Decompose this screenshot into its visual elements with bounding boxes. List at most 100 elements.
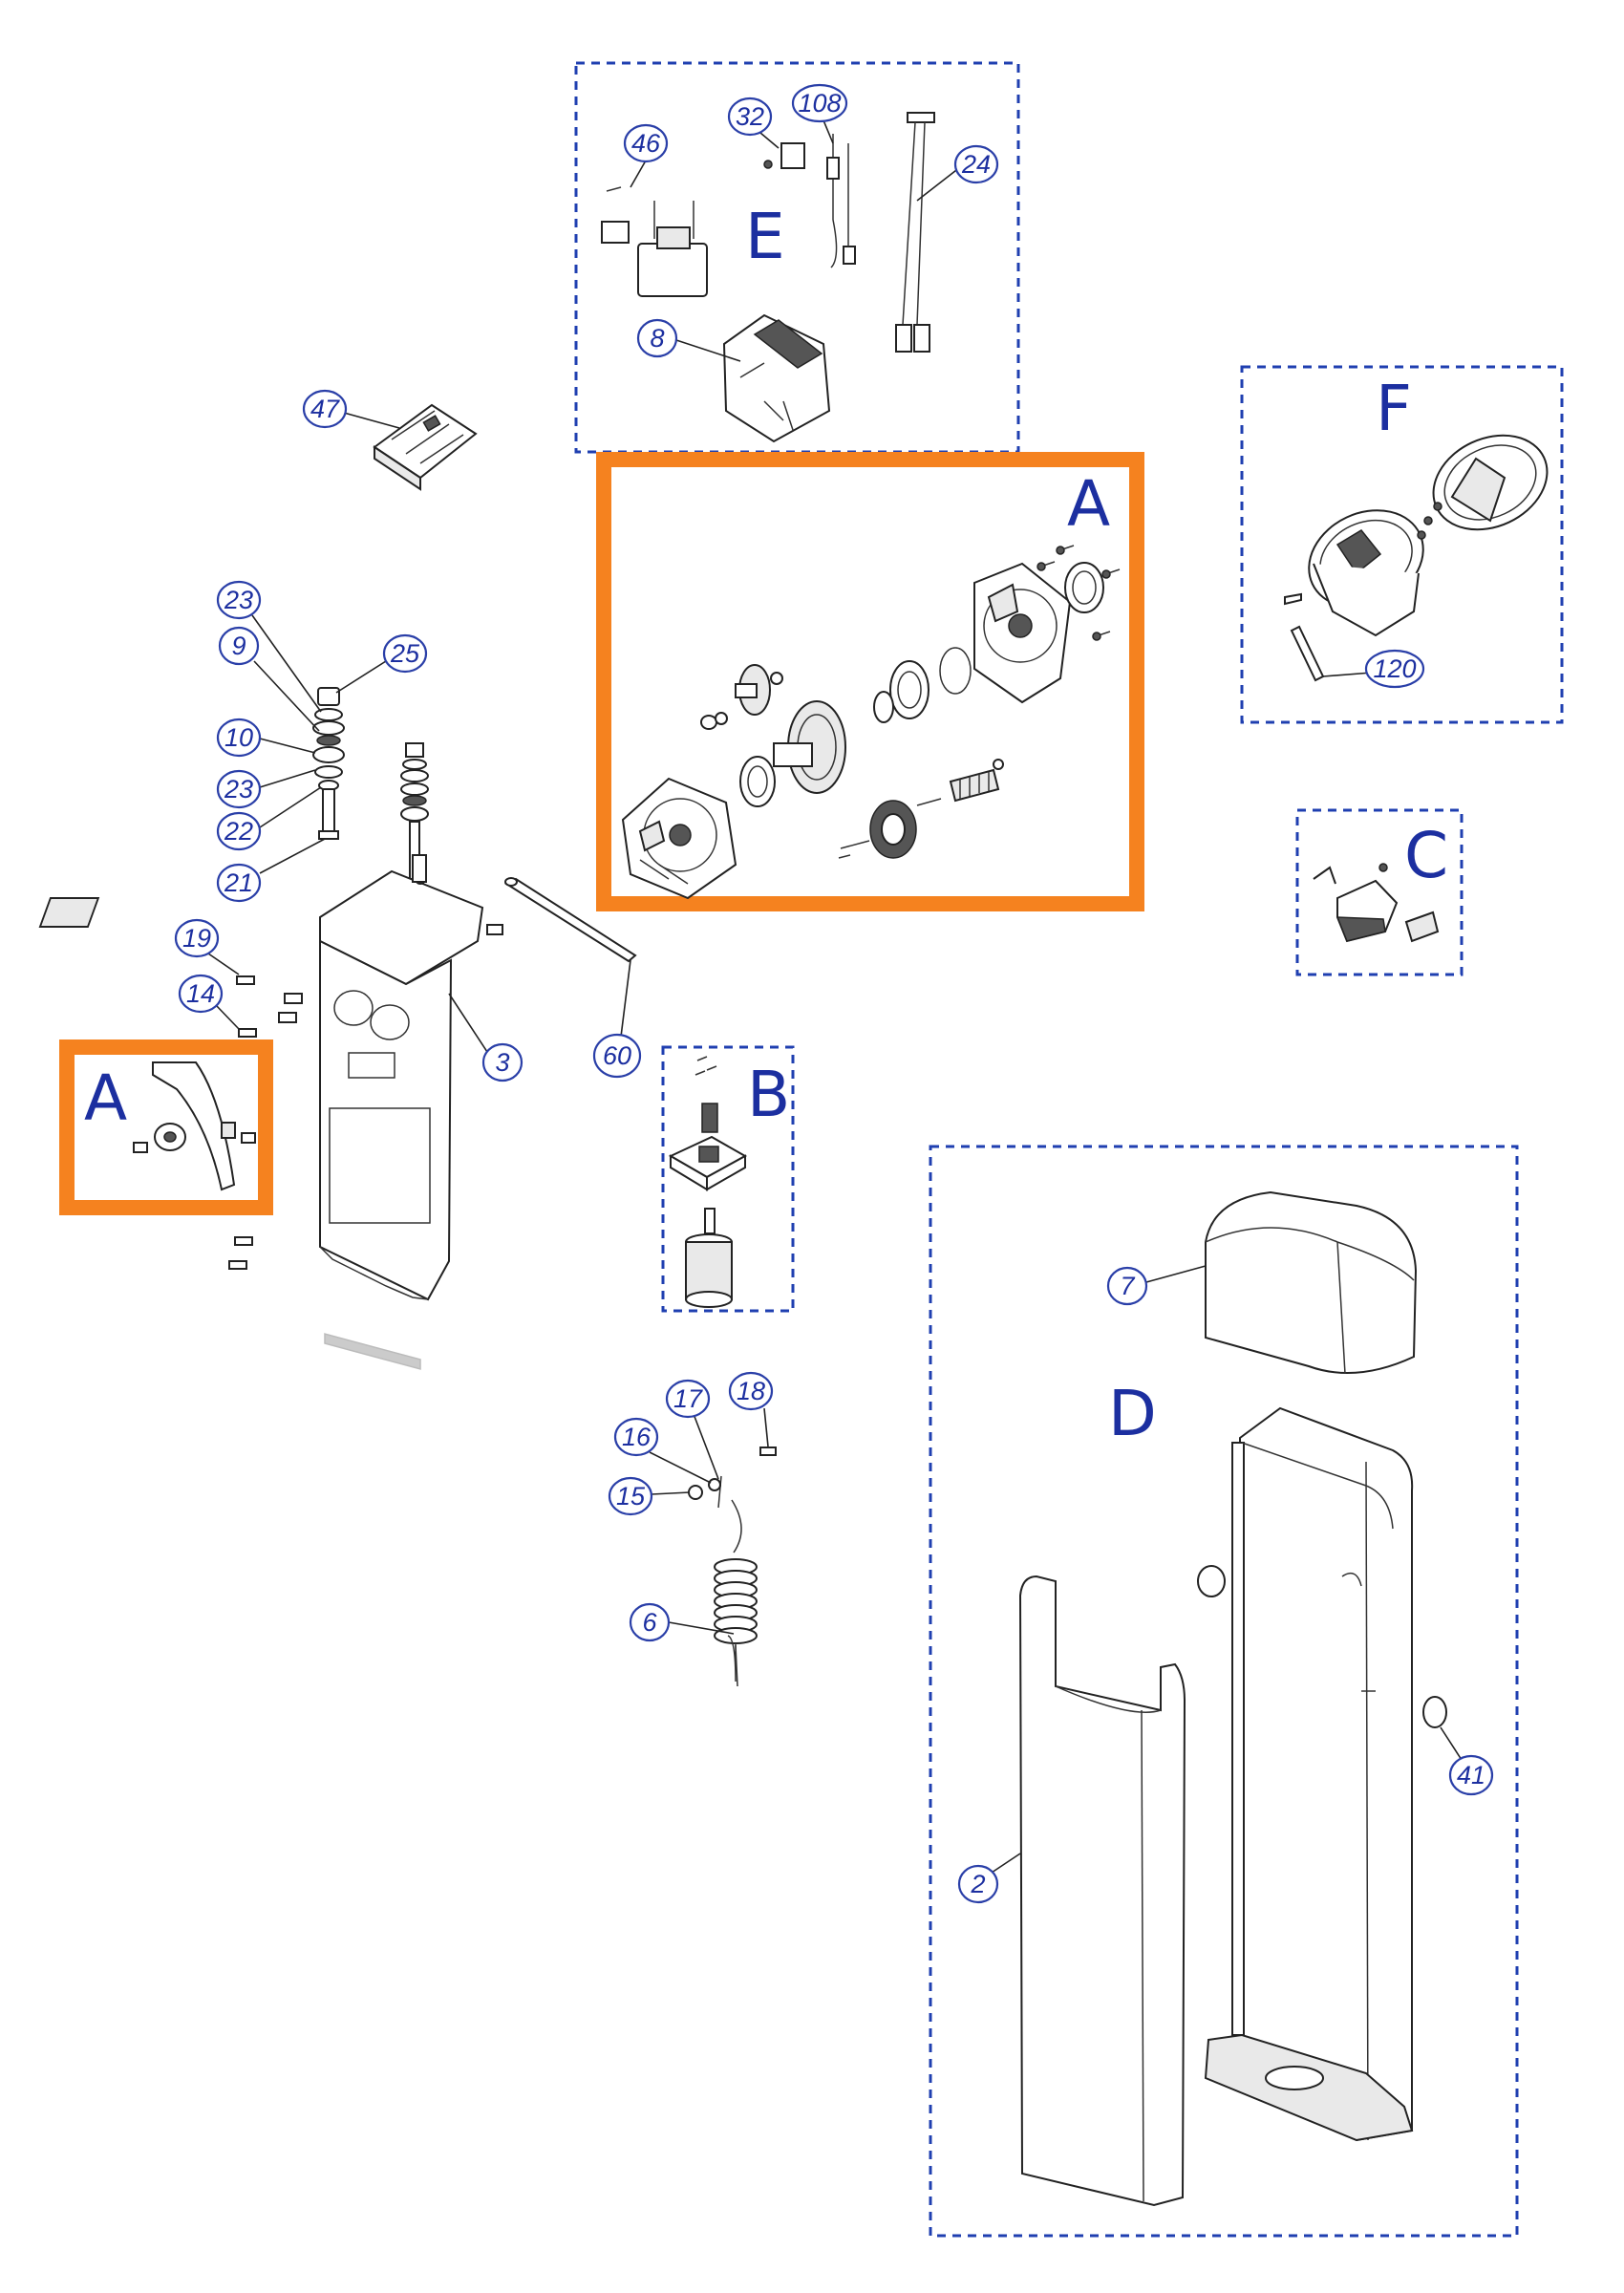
group-c: C <box>1295 808 1464 976</box>
bearing-ring-part <box>739 756 776 807</box>
svg-text:10: 10 <box>224 723 253 752</box>
svg-text:18: 18 <box>737 1377 765 1405</box>
callout-15: 15 <box>608 1476 653 1516</box>
callout-25: 25 <box>382 633 428 674</box>
group-a-small-label: A <box>84 1061 127 1135</box>
group-a-main: A <box>596 452 1144 911</box>
svg-text:24: 24 <box>961 150 991 179</box>
callout-3: 3 <box>481 1042 524 1082</box>
callout-46: 46 <box>623 123 669 163</box>
callout-10: 10 <box>216 718 262 758</box>
screw-set-a-part <box>1036 545 1121 641</box>
group-b: B <box>661 1045 795 1313</box>
group-b-border <box>661 1045 795 1313</box>
svg-text:6: 6 <box>642 1608 657 1637</box>
group-a-small: A <box>59 1039 273 1215</box>
bolts-19-14-part <box>228 924 503 1270</box>
spring-assembly-part <box>688 1447 777 1687</box>
svg-text:7: 7 <box>1120 1272 1135 1300</box>
encoder-part <box>1313 863 1440 943</box>
gearbox-housing-left-part <box>621 777 737 900</box>
callout-120: 120 <box>1364 649 1425 689</box>
module-8-part <box>722 313 831 443</box>
worm-wheel-part <box>838 800 917 859</box>
callout-6: 6 <box>629 1602 671 1642</box>
group-c-label: C <box>1404 819 1448 892</box>
svg-text:108: 108 <box>798 89 841 118</box>
svg-text:47: 47 <box>310 395 340 423</box>
callout-41: 41 <box>1448 1754 1494 1796</box>
transformer-part <box>601 186 708 297</box>
svg-text:46: 46 <box>631 129 661 158</box>
housing-cover-left-part <box>1308 509 1424 637</box>
group-e: E <box>574 61 1020 454</box>
terminal-block-part <box>763 142 805 169</box>
svg-text:120: 120 <box>1373 654 1416 683</box>
svg-text:15: 15 <box>616 1482 646 1511</box>
cable-24-part <box>895 112 935 353</box>
o-ring-part <box>939 647 972 695</box>
callout-60: 60 <box>592 1033 642 1079</box>
base-plate-part <box>38 854 484 1370</box>
group-d-border <box>929 1145 1519 2238</box>
group-c-border <box>1295 808 1464 976</box>
svg-text:23: 23 <box>224 586 253 614</box>
svg-text:60: 60 <box>603 1041 631 1070</box>
pin-120-part <box>1284 592 1325 682</box>
group-a-main-highlight <box>596 452 1144 911</box>
svg-text:25: 25 <box>390 639 420 668</box>
callout-19: 19 <box>174 918 220 958</box>
cabinet-body-part <box>1197 1406 1414 2142</box>
callout-108: 108 <box>791 83 848 123</box>
svg-text:19: 19 <box>182 924 211 953</box>
callout-18: 18 <box>728 1371 774 1411</box>
washer-stack-2-part <box>400 742 429 880</box>
pinion-gear-part <box>700 664 783 730</box>
output-gear-part <box>773 700 846 794</box>
top-cover-part <box>1205 1190 1418 1375</box>
group-b-label: B <box>747 1058 790 1131</box>
worm-shaft-part <box>916 759 1004 806</box>
group-f: F 120 <box>1240 365 1564 724</box>
callout-16: 16 <box>613 1417 659 1457</box>
svg-text:16: 16 <box>622 1423 652 1451</box>
group-e-label: E <box>745 200 785 273</box>
group-d: D 7 2 41 <box>929 1145 1519 2238</box>
group-f-border <box>1240 365 1564 724</box>
callout-32: 32 <box>727 96 773 137</box>
callout-23-mid: 23 <box>216 769 262 809</box>
washer-stack-part <box>312 687 345 840</box>
callout-7: 7 <box>1106 1266 1148 1306</box>
callout-21: 21 <box>216 863 262 903</box>
callout-9: 9 <box>218 626 260 666</box>
callout-23-top: 23 <box>216 580 262 620</box>
callout-24: 24 <box>953 144 999 184</box>
svg-text:2: 2 <box>970 1870 985 1898</box>
callout-17: 17 <box>665 1379 711 1419</box>
svg-text:21: 21 <box>224 868 253 897</box>
svg-text:22: 22 <box>224 817 253 846</box>
group-e-border <box>574 61 1020 454</box>
control-board-part <box>373 403 478 491</box>
svg-text:41: 41 <box>1457 1761 1485 1789</box>
shaft-60-part <box>503 877 637 963</box>
svg-text:9: 9 <box>231 632 246 660</box>
svg-text:14: 14 <box>186 979 215 1008</box>
callout-8: 8 <box>636 318 678 358</box>
group-d-label: D <box>1108 1377 1157 1450</box>
callout-47: 47 <box>302 389 348 429</box>
callout-22: 22 <box>216 811 262 851</box>
svg-text:3: 3 <box>495 1048 509 1077</box>
svg-text:8: 8 <box>650 324 664 353</box>
cable-108-part <box>826 134 856 268</box>
svg-text:23: 23 <box>224 775 253 804</box>
motor-part <box>668 1056 748 1308</box>
group-a-small-highlight <box>59 1039 273 1215</box>
callout-2: 2 <box>957 1864 999 1904</box>
spacer-part <box>873 691 894 723</box>
callout-14: 14 <box>178 974 224 1014</box>
group-a-main-label: A <box>1067 467 1110 541</box>
door-panel-part <box>1018 1575 1186 2207</box>
grommet-41-part <box>1422 1696 1447 1728</box>
